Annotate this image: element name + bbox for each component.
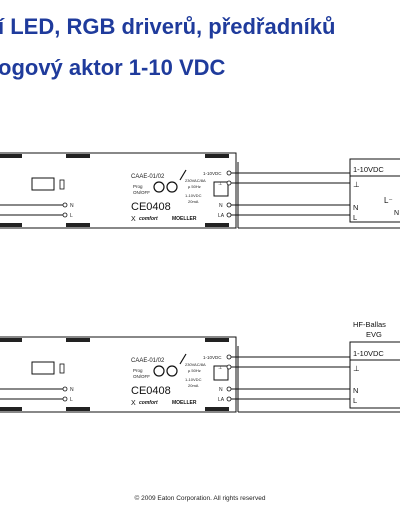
svg-text:20mA: 20mA bbox=[188, 199, 199, 204]
part-number: CAAE-01/02 bbox=[131, 174, 165, 180]
slide-title-line1: í LED, RGB driverů, předřadníků bbox=[0, 14, 336, 39]
svg-text:⊥: ⊥ bbox=[218, 365, 222, 371]
svg-text:µ 50Hz: µ 50Hz bbox=[188, 368, 201, 373]
svg-text:comfort: comfort bbox=[139, 400, 158, 406]
svg-text:230VAC/8A: 230VAC/8A bbox=[185, 362, 206, 367]
prog-label: Prog bbox=[133, 184, 143, 189]
svg-text:N: N bbox=[70, 387, 74, 393]
svg-text:L: L bbox=[70, 397, 73, 403]
svg-text:ON/OFF: ON/OFF bbox=[133, 374, 150, 379]
wiring-2 bbox=[0, 346, 400, 413]
svg-text:CE0408: CE0408 bbox=[131, 385, 171, 397]
svg-text:N: N bbox=[394, 210, 399, 217]
actuator-1: CAAE-01/02 Prog ON/OFF 230VAC/8A µ 50Hz … bbox=[0, 152, 237, 229]
svg-text:CAAE-01/02: CAAE-01/02 bbox=[131, 358, 165, 364]
svg-text:1-10VDC: 1-10VDC bbox=[203, 355, 222, 360]
hf-ballast-box: HF-Ballas EVG 1-10VDC ⊥ N L bbox=[349, 320, 400, 409]
svg-text:1-10VDC: 1-10VDC bbox=[353, 165, 384, 174]
actuator-2: CAAE-01/02 Prog ON/OFF 230VAC/8A µ 50Hz … bbox=[0, 336, 237, 413]
svg-text:N: N bbox=[219, 387, 223, 393]
svg-text:⊥: ⊥ bbox=[353, 364, 360, 373]
svg-text:N: N bbox=[219, 203, 223, 209]
led-driver-box: 1-10VDC ⊥ N L L⁻ N bbox=[349, 158, 400, 223]
svg-text:HF-Ballas: HF-Ballas bbox=[353, 320, 386, 329]
svg-text:LA: LA bbox=[218, 397, 225, 403]
svg-text:L⁻: L⁻ bbox=[384, 196, 393, 205]
svg-text:L: L bbox=[353, 396, 357, 405]
svg-text:LA: LA bbox=[218, 213, 225, 219]
svg-text:MOELLER: MOELLER bbox=[172, 400, 197, 406]
svg-text:N: N bbox=[353, 386, 358, 395]
svg-text:1-10VDC: 1-10VDC bbox=[185, 193, 202, 198]
svg-text:⊥: ⊥ bbox=[218, 181, 222, 187]
wiring-1 bbox=[0, 162, 400, 229]
svg-text:L: L bbox=[353, 213, 357, 222]
svg-text:1-10VDC: 1-10VDC bbox=[203, 171, 222, 176]
svg-text:N: N bbox=[353, 203, 358, 212]
svg-text:230VAC/8A: 230VAC/8A bbox=[185, 178, 206, 183]
ce-mark: CE0408 bbox=[131, 201, 171, 213]
svg-text:N: N bbox=[70, 203, 74, 209]
svg-text:1-10VDC: 1-10VDC bbox=[353, 349, 384, 358]
svg-text:L: L bbox=[70, 213, 73, 219]
onoff-label: ON/OFF bbox=[133, 190, 150, 195]
copyright-footer: © 2009 Eaton Corporation. All rights res… bbox=[134, 495, 266, 502]
svg-text:EVG: EVG bbox=[366, 330, 382, 339]
svg-text:⊥: ⊥ bbox=[353, 180, 360, 189]
svg-text:20mA: 20mA bbox=[188, 383, 199, 388]
svg-text:comfort: comfort bbox=[139, 216, 158, 222]
maker-logo: MOELLER bbox=[172, 216, 197, 222]
slide-title-line2: ogový aktor 1-10 VDC bbox=[0, 55, 226, 80]
svg-text:X: X bbox=[131, 400, 136, 407]
svg-text:Prog: Prog bbox=[133, 368, 143, 373]
svg-text:µ 50Hz: µ 50Hz bbox=[188, 184, 201, 189]
svg-text:1-10VDC: 1-10VDC bbox=[185, 377, 202, 382]
svg-text:X: X bbox=[131, 216, 136, 223]
